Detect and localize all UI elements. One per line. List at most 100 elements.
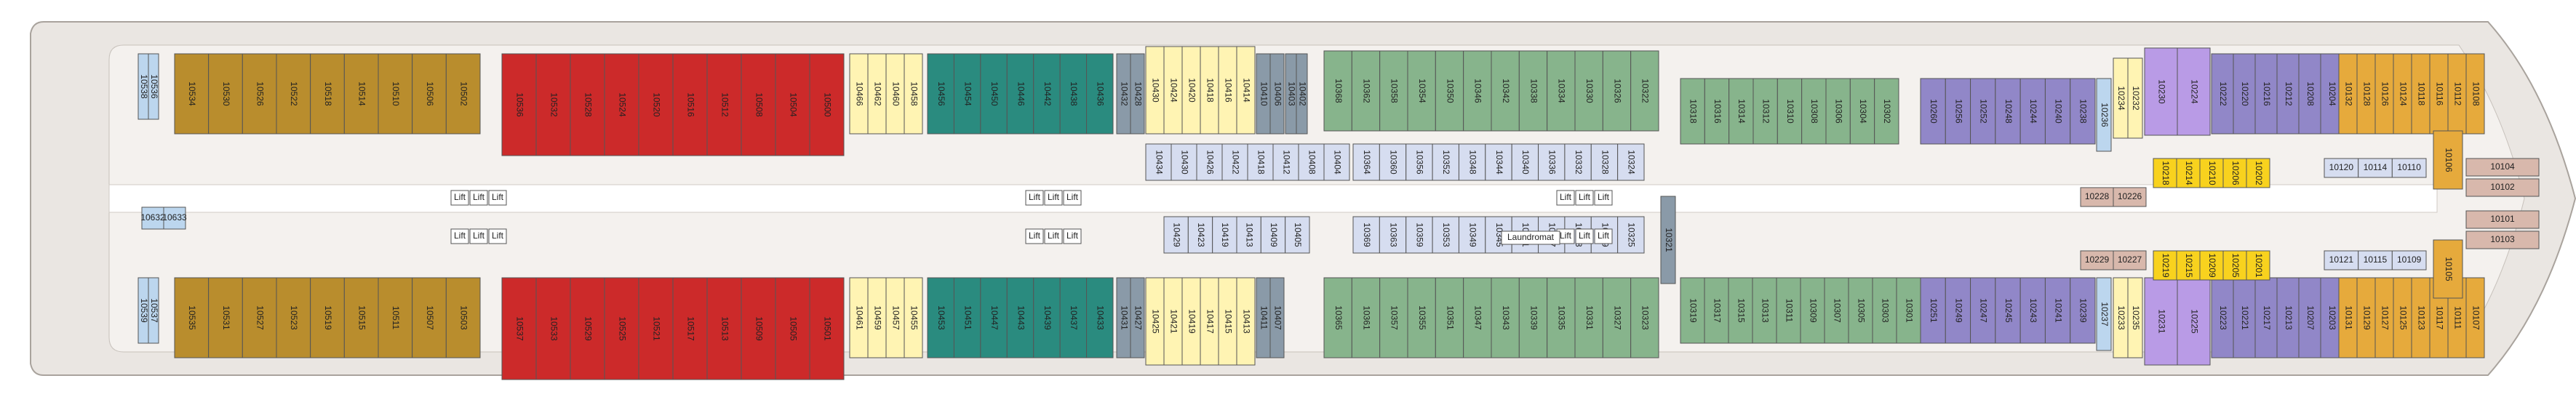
cabin-box[interactable] <box>638 277 674 380</box>
cabin[interactable]: 10209 <box>2199 250 2224 281</box>
cabin[interactable]: 10128 <box>2356 53 2376 135</box>
cabin[interactable]: 10455 <box>904 277 923 358</box>
cabin[interactable]: 10260 <box>1920 78 1946 145</box>
cabin[interactable]: 10232 <box>2127 57 2143 139</box>
cabin[interactable]: 10503 <box>445 277 481 358</box>
cabin-box[interactable] <box>445 53 481 135</box>
cabin[interactable]: 10207 <box>2298 277 2321 358</box>
cabin[interactable]: 10423 <box>1187 216 1213 254</box>
cabin[interactable]: 10364 <box>1352 143 1380 181</box>
cabin[interactable]: 10427 <box>1130 277 1145 358</box>
cabin-box[interactable] <box>2447 53 2467 135</box>
cabin-box[interactable] <box>1491 50 1520 132</box>
cabin[interactable]: 10227 <box>2113 250 2147 270</box>
cabin[interactable]: 10342 <box>1491 50 1520 132</box>
cabin-box[interactable] <box>1006 53 1034 135</box>
cabin-box[interactable] <box>148 53 159 120</box>
cabin-box[interactable] <box>1269 277 1285 358</box>
cabin[interactable]: 10518 <box>310 53 345 135</box>
cabin[interactable]: 10511 <box>378 277 413 358</box>
cabin[interactable]: 10220 <box>2233 53 2256 135</box>
cabin-box[interactable] <box>2393 53 2412 135</box>
cabin-box[interactable] <box>208 53 243 135</box>
cabin-box[interactable] <box>1033 53 1061 135</box>
cabin-box[interactable] <box>1405 216 1433 254</box>
cabin[interactable]: 10120 <box>2324 158 2359 178</box>
cabin[interactable]: 10515 <box>343 277 379 358</box>
cabin[interactable]: 10107 <box>2465 277 2485 358</box>
cabin-box[interactable] <box>1458 143 1486 181</box>
cabin[interactable]: 10368 <box>1323 50 1352 132</box>
cabin[interactable]: 10414 <box>1236 46 1256 135</box>
cabin-box[interactable] <box>2411 277 2431 358</box>
cabin-box[interactable] <box>141 206 164 230</box>
cabin-box[interactable] <box>1171 143 1197 181</box>
cabin-box[interactable] <box>1547 277 1576 358</box>
cabin[interactable]: 10348 <box>1458 143 1486 181</box>
cabin-box[interactable] <box>378 53 413 135</box>
cabin-box[interactable] <box>1296 53 1308 135</box>
cabin[interactable]: 10430 <box>1171 143 1197 181</box>
cabin-box[interactable] <box>1260 216 1286 254</box>
cabin[interactable]: 10365 <box>1323 277 1352 358</box>
cabin[interactable]: 10217 <box>2254 277 2278 358</box>
cabin[interactable]: 10409 <box>1260 216 1286 254</box>
cabin[interactable]: 10425 <box>1145 277 1165 366</box>
cabin-box[interactable] <box>2222 250 2247 281</box>
cabin[interactable]: 10132 <box>2338 53 2358 135</box>
cabin-box[interactable] <box>2391 158 2427 178</box>
cabin[interactable]: 10238 <box>2070 78 2096 145</box>
cabin[interactable]: 10338 <box>1518 50 1548 132</box>
cabin-box[interactable] <box>1352 143 1380 181</box>
cabin[interactable]: 10358 <box>1379 50 1408 132</box>
cabin-box[interactable] <box>1630 277 1659 358</box>
cabin-box[interactable] <box>2465 277 2485 358</box>
cabin[interactable]: 10508 <box>741 53 776 156</box>
cabin-box[interactable] <box>1704 78 1730 145</box>
cabin-box[interactable] <box>1458 216 1486 254</box>
cabin[interactable]: 10513 <box>706 277 742 380</box>
cabin-box[interactable] <box>1145 143 1172 181</box>
cabin[interactable]: 10512 <box>706 53 742 156</box>
cabin-box[interactable] <box>1970 277 1996 344</box>
cabin-box[interactable] <box>2298 53 2321 135</box>
cabin-box[interactable] <box>1247 143 1274 181</box>
cabin[interactable]: 10526 <box>242 53 277 135</box>
cabin[interactable]: 10330 <box>1574 50 1603 132</box>
cabin[interactable]: 10510 <box>378 53 413 135</box>
cabin-box[interactable] <box>501 277 537 380</box>
cabin-box[interactable] <box>980 277 1008 358</box>
cabin[interactable]: 10349 <box>1458 216 1486 254</box>
cabin[interactable]: 10234 <box>2113 57 2129 139</box>
cabin[interactable]: 10429 <box>1163 216 1189 254</box>
cabin-box[interactable] <box>1896 277 1921 344</box>
cabin-box[interactable] <box>1407 277 1436 358</box>
cabin[interactable]: 10453 <box>927 277 954 358</box>
cabin-box[interactable] <box>1218 46 1237 135</box>
cabin[interactable]: 10224 <box>2177 47 2211 136</box>
cabin-box[interactable] <box>2393 277 2412 358</box>
cabin[interactable]: 10507 <box>412 277 447 358</box>
cabin-box[interactable] <box>1163 277 1183 366</box>
cabin[interactable]: 10236 <box>2096 78 2112 152</box>
cabin[interactable]: 10105 <box>2433 239 2463 299</box>
cabin[interactable]: 10218 <box>2153 158 2177 188</box>
cabin[interactable]: 10118 <box>2411 53 2431 135</box>
cabin-box[interactable] <box>2177 47 2211 136</box>
cabin-box[interactable] <box>904 277 923 358</box>
cabin[interactable]: 10530 <box>208 53 243 135</box>
cabin[interactable]: 10438 <box>1059 53 1088 135</box>
cabin[interactable]: 10324 <box>1617 143 1645 181</box>
cabin[interactable]: 10202 <box>2246 158 2270 188</box>
cabin[interactable]: 10248 <box>1995 78 2021 145</box>
cabin[interactable]: 10304 <box>1849 78 1875 145</box>
cabin-box[interactable] <box>2113 250 2147 270</box>
cabin[interactable]: 10251 <box>1920 277 1946 344</box>
cabin[interactable]: 10356 <box>1405 143 1433 181</box>
cabin[interactable]: 10103 <box>2465 230 2540 249</box>
cabin[interactable]: 10404 <box>1323 143 1350 181</box>
cabin[interactable]: 10206 <box>2222 158 2247 188</box>
cabin-box[interactable] <box>2356 277 2376 358</box>
cabin[interactable]: 10313 <box>1752 277 1777 344</box>
cabin[interactable]: 10326 <box>1602 50 1632 132</box>
